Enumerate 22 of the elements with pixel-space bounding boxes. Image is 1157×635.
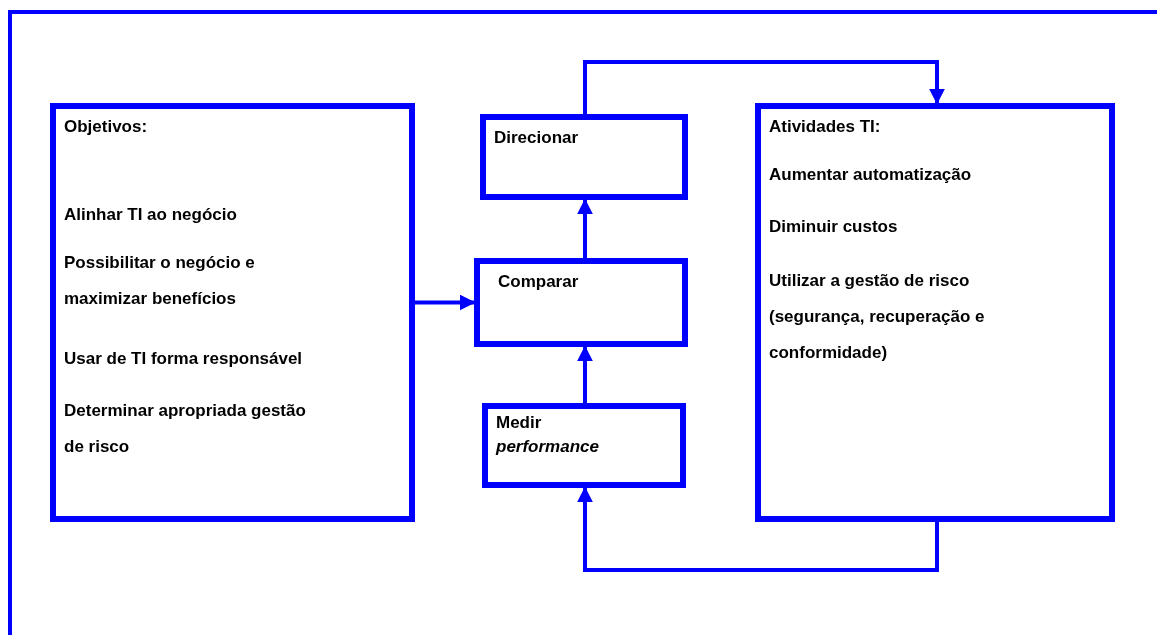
box-text: Alinhar TI ao negócio [64,204,238,226]
text-box [474,258,688,347]
box-heading: Atividades TI: [769,116,882,138]
arrow [583,60,945,114]
text-box [482,403,686,488]
box-text: Direcionar [494,127,580,149]
box-text: Usar de TI forma responsável [64,348,304,370]
text-box [50,103,415,522]
box-text: Diminuir custos [769,216,899,238]
arrow [577,198,593,258]
text-box [480,114,688,200]
box-text: Utilizar a gestão de risco (segurança, recuperação e conformidade) [769,270,986,364]
arrow [415,294,476,311]
arrow [577,345,593,403]
box-text: Possibilitar o negócio e maximizar benefícios [64,252,256,310]
text-box [755,103,1115,522]
box-text: Aumentar automatização [769,164,973,186]
box-text: Medir performance [496,412,600,458]
box-heading: Objetivos: [64,116,149,138]
arrow [577,486,939,572]
box-text: Determinar apropriada gestão de risco [64,400,307,458]
box-text: Comparar [498,271,580,293]
